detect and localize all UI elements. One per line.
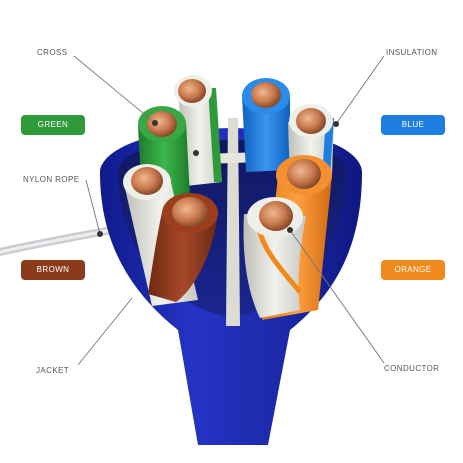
badge-green: GREEN xyxy=(21,115,85,135)
conductor-tip xyxy=(251,82,281,108)
wire-blue xyxy=(242,78,290,172)
conductor-tip xyxy=(131,167,163,195)
badge-brown: BROWN xyxy=(21,260,85,280)
label-conductor: CONDUCTOR xyxy=(384,364,440,373)
conductor-tip xyxy=(172,197,208,227)
conductor-tip xyxy=(296,108,326,134)
conductor-tip xyxy=(147,111,177,137)
nylon-rope xyxy=(0,224,126,256)
conductor-tip xyxy=(287,159,321,189)
label-jacket: JACKET xyxy=(36,366,70,375)
label-cross: CROSS xyxy=(37,48,68,57)
wire-green-white xyxy=(174,75,222,186)
leader-insulation xyxy=(335,55,385,125)
leader-cross xyxy=(73,55,156,124)
wire-orange-white xyxy=(243,197,306,318)
badge-blue: BLUE xyxy=(381,115,445,135)
badge-orange: ORANGE xyxy=(381,260,445,280)
leader-jacket xyxy=(77,297,133,366)
label-nylon-rope: NYLON ROPE xyxy=(23,175,80,184)
label-insulation: INSULATION xyxy=(386,48,438,57)
leader-dots xyxy=(97,120,339,237)
leader-conductor xyxy=(289,229,385,364)
leader-nylon-rope xyxy=(85,179,101,235)
conductor-tip xyxy=(178,79,206,103)
leader-lines xyxy=(73,55,385,366)
wire-brown xyxy=(148,193,218,302)
conductor-tip xyxy=(259,201,293,231)
